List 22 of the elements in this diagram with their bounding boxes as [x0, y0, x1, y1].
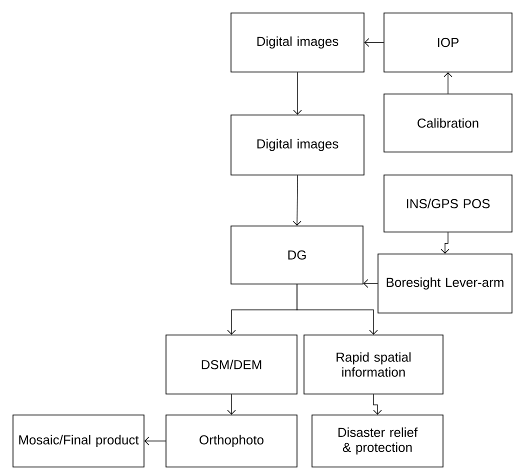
process-box: Boresight Lever-arm: [378, 254, 512, 314]
process-box: Disaster relief & protection: [312, 414, 444, 468]
process-box: Mosaic/Final product: [12, 414, 144, 468]
process-box: IOP: [384, 12, 512, 72]
arrow: [227, 394, 236, 415]
process-box: Calibration: [384, 94, 512, 152]
process-box: DSM/DEM: [166, 334, 298, 394]
process-box: INS/GPS POS: [384, 174, 512, 232]
arrow: [364, 38, 384, 47]
arrow: [296, 284, 378, 335]
arrow: [293, 72, 302, 115]
arrow: [444, 72, 452, 94]
process-box: Orthophoto: [166, 414, 298, 468]
process-box: Rapid spatial information: [304, 334, 444, 394]
arrow: [144, 436, 166, 446]
arrow: [292, 175, 302, 226]
arrow: [363, 279, 378, 288]
process-box: Digital images: [230, 114, 364, 176]
process-box: DG: [230, 226, 364, 284]
arrow: [373, 394, 382, 415]
arrow: [440, 232, 450, 254]
process-box: Digital images: [230, 12, 364, 72]
